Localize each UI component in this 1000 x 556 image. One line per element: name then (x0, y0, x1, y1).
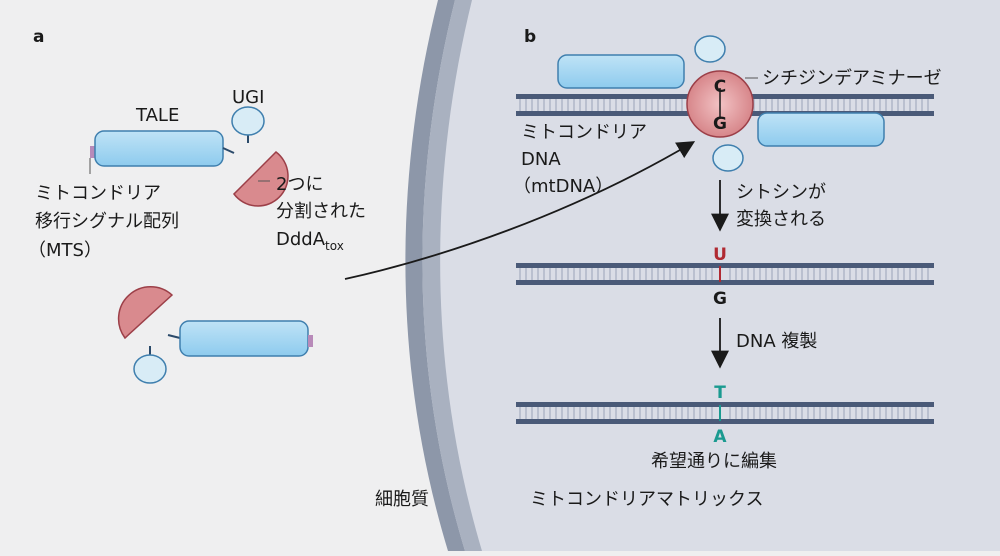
base-c: C (714, 77, 726, 97)
base-u: U (713, 245, 727, 265)
matrix-label: ミトコンドリアマトリックス (530, 489, 763, 510)
mts-tag (90, 146, 95, 158)
mtdna-label-line2: DNA (521, 149, 561, 170)
ugi-domain-lower (133, 354, 167, 384)
dddA-half-lower (117, 286, 174, 340)
ugi-domain-top (694, 35, 726, 63)
inner-membrane (422, 0, 482, 551)
base-a: A (713, 427, 727, 447)
tale-protein-upper (94, 130, 224, 167)
step1-label-line2: 変換される (736, 209, 826, 230)
import-arrow (344, 141, 696, 280)
base-g-2: G (713, 289, 727, 309)
tale-label: TALE (135, 105, 179, 126)
mts-label-line2: 移行シグナル配列 (35, 211, 179, 232)
mtdna-strand-2 (516, 263, 934, 285)
step2-label: DNA 複製 (736, 331, 817, 352)
result-label: 希望通りに編集 (651, 451, 777, 472)
linker (167, 334, 181, 339)
mtdna-strand-3 (516, 402, 934, 424)
tale-protein-right (757, 112, 885, 147)
dddA-label-line3: DddAtox (276, 229, 344, 253)
ugi-domain-upper (231, 106, 265, 136)
dddA-label-line1: 2つに (276, 174, 323, 195)
cytoplasm-label: 細胞質 (375, 489, 429, 510)
tale-protein-lower (179, 320, 309, 357)
tale-protein-left (557, 54, 685, 89)
dddA-main-text: DddA (276, 229, 326, 250)
ugi-label: UGI (232, 87, 264, 108)
panel-a-label: a (33, 27, 44, 47)
mtdna-label-line3: （mtDNA） (513, 176, 613, 197)
dddA-label-line2: 分割された (276, 201, 366, 222)
mts-tag-lower (308, 335, 313, 347)
outer-membrane (405, 0, 465, 551)
deaminase-label: シチジンデアミナーゼ (762, 68, 942, 89)
mts-label-line1: ミトコンドリア (35, 183, 161, 204)
ugi-domain-bottom (712, 144, 744, 172)
panel-b-label: b (524, 27, 536, 47)
linker (222, 147, 235, 154)
base-g: G (713, 114, 727, 134)
base-t: T (714, 383, 726, 403)
dddA-half-upper (233, 151, 289, 207)
step1-label-line1: シトシンが (736, 182, 826, 203)
mtdna-label-line1: ミトコンドリア (521, 122, 647, 143)
dddA-sub-text: tox (325, 239, 344, 253)
mts-label-line3: （MTS） (28, 240, 102, 261)
